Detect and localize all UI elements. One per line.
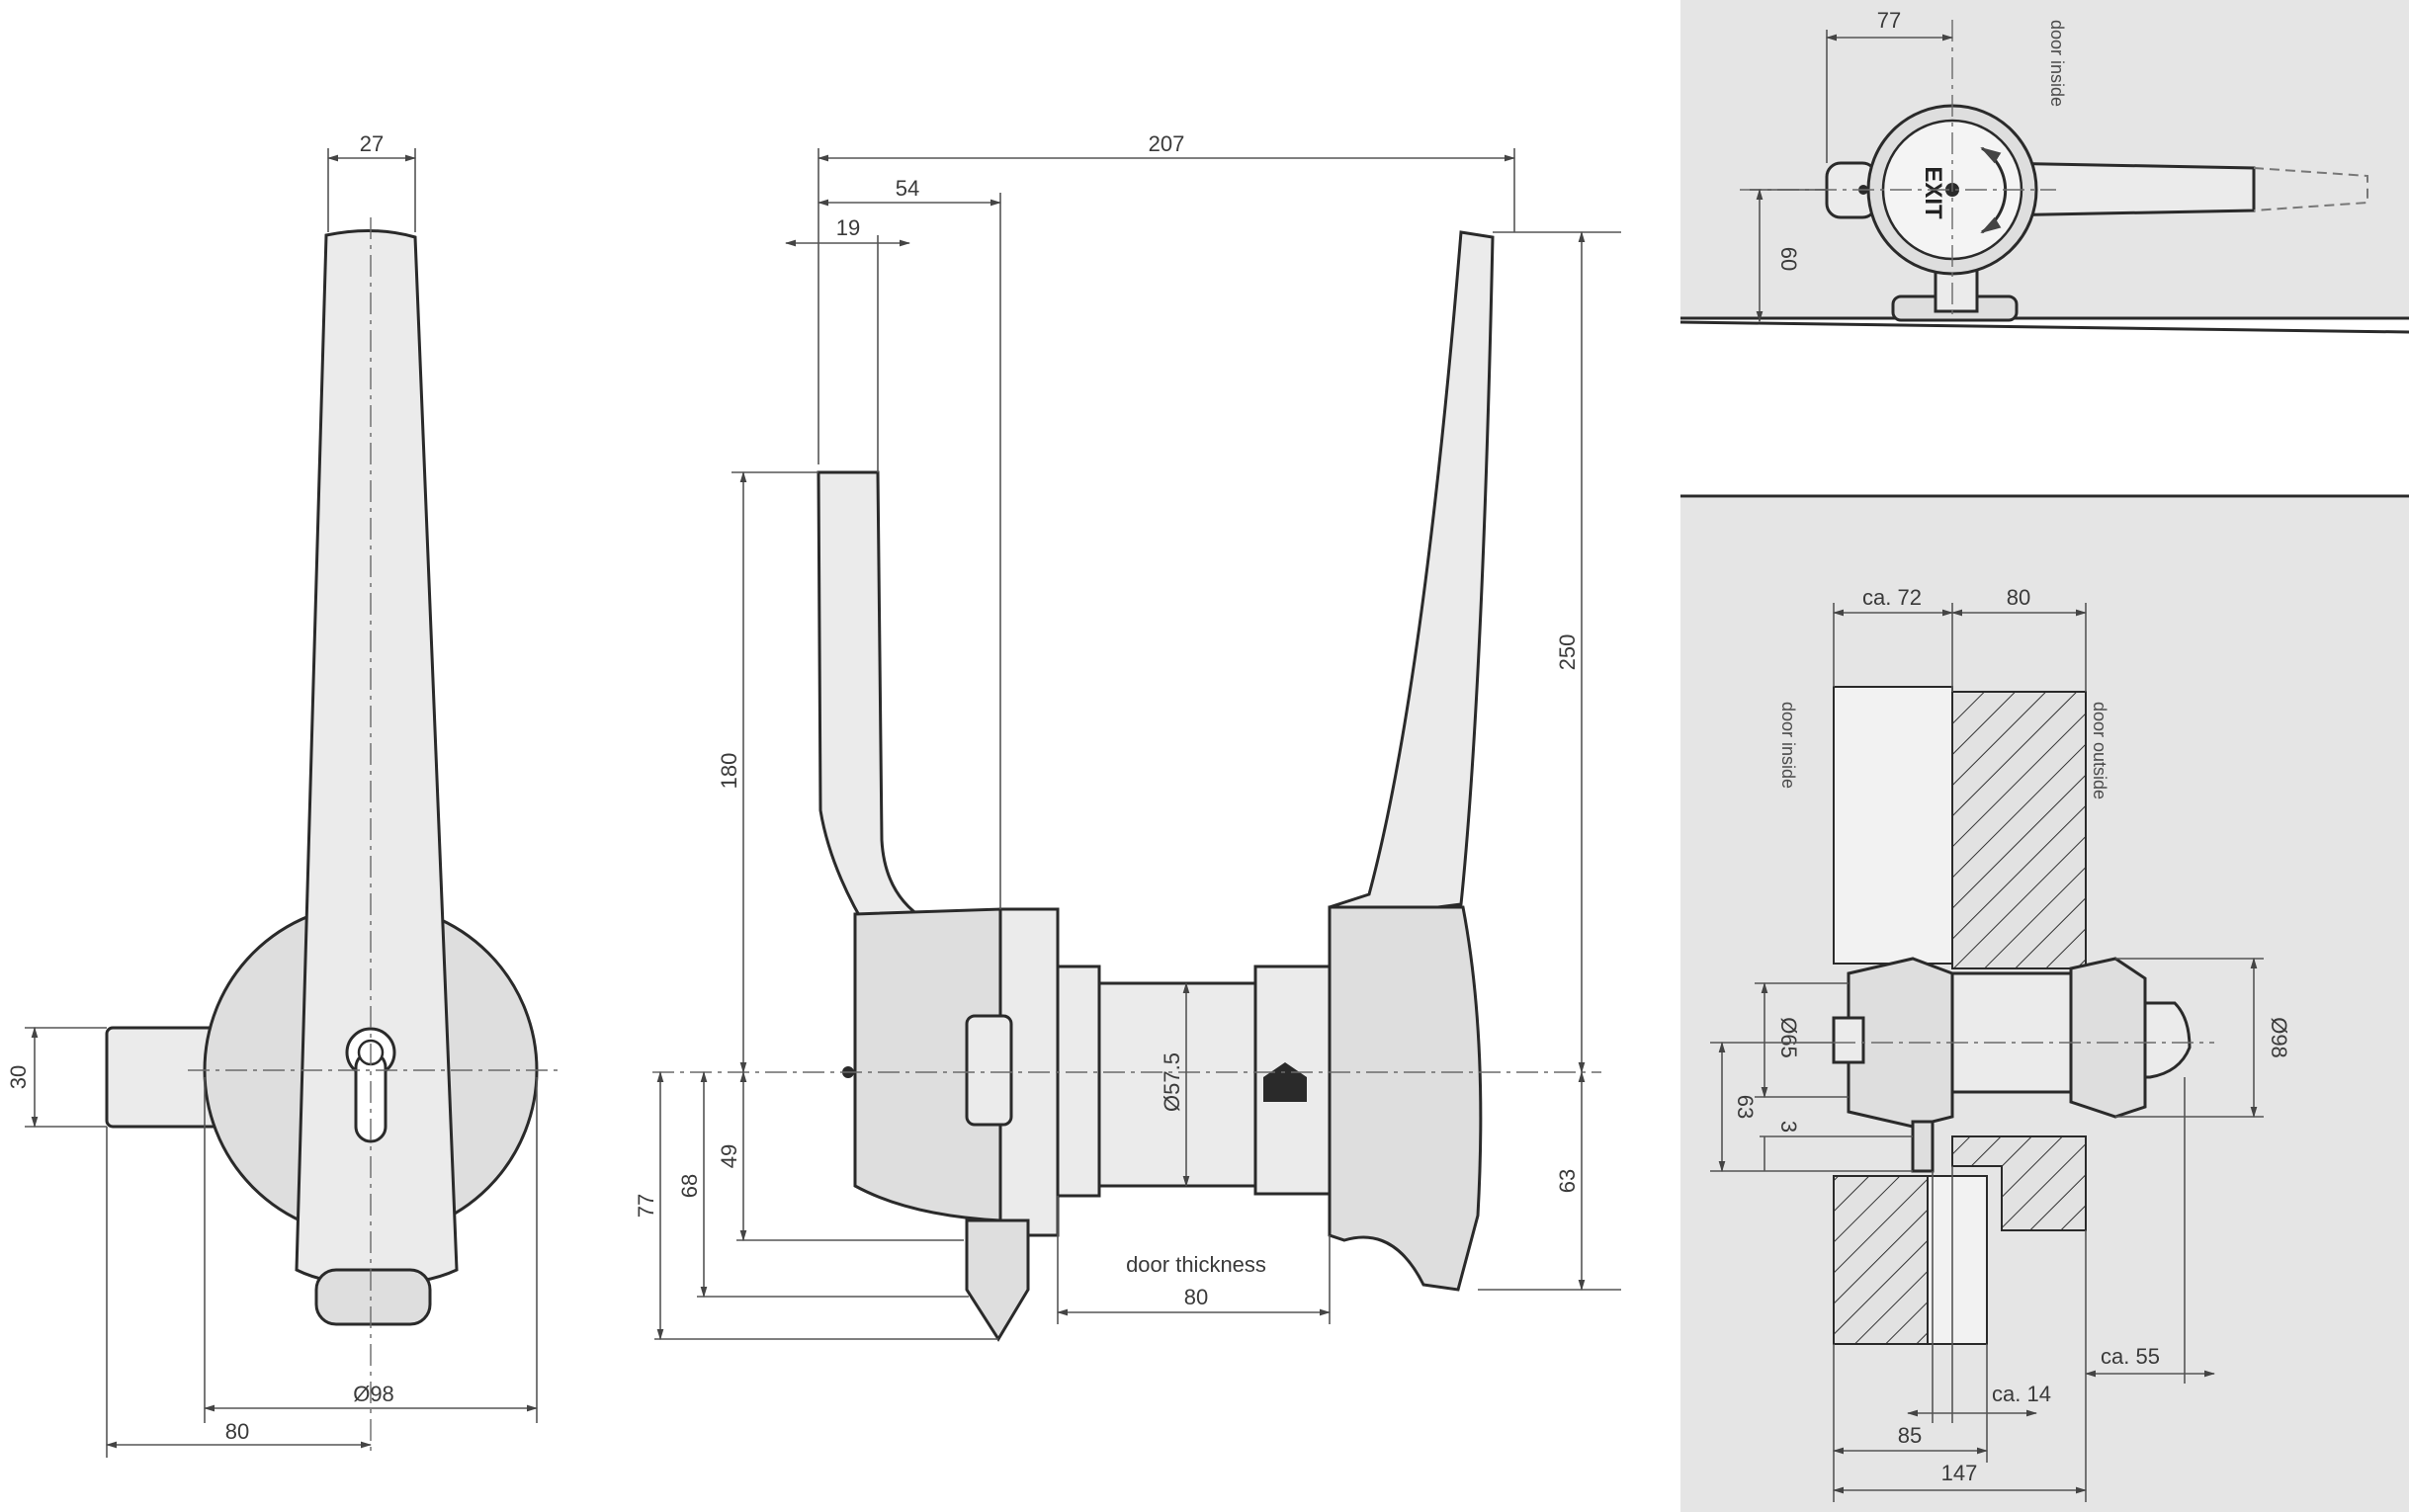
dim-side-207: 207 (1149, 131, 1185, 156)
section-door-inside-label: door inside (1778, 702, 1798, 789)
dim-front-80: 80 (225, 1419, 249, 1444)
front-bottom-knob (314, 1268, 432, 1326)
dim-side-77: 77 (634, 1194, 658, 1218)
dim-side-63: 63 (1555, 1169, 1580, 1193)
dim-side-68: 68 (677, 1174, 702, 1198)
section-outer-rosette (2069, 957, 2147, 1119)
dim-front-27: 27 (360, 131, 384, 156)
dim-front-dia98: Ø98 (353, 1382, 394, 1406)
dim-section-dia65: Ø65 (1776, 1017, 1801, 1058)
exit-label: EXIT (1920, 166, 1946, 219)
outer-lever-body (1328, 905, 1483, 1292)
inner-collar (1056, 965, 1101, 1198)
dim-side-250: 250 (1555, 634, 1580, 671)
section-door-outside-label: door outside (2090, 702, 2109, 799)
inner-lever (817, 470, 928, 936)
side-view: 207 54 19 180 250 63 77 68 49 Ø57. (634, 131, 1621, 1342)
dim-section-ca55: ca. 55 (2101, 1344, 2160, 1369)
dim-section-85: 85 (1898, 1423, 1922, 1448)
dim-side-door-80: 80 (1184, 1285, 1208, 1309)
dim-section-80: 80 (2007, 585, 2030, 610)
dim-side-180: 180 (717, 753, 741, 790)
shaft (1097, 981, 1257, 1188)
dim-section-3: 3 (1776, 1121, 1801, 1133)
dim-section-dia98: Ø98 (2267, 1017, 2291, 1058)
dim-section-ca72: ca. 72 (1862, 585, 1922, 610)
outer-lever-upper (1328, 230, 1495, 923)
dim-side-dia57: Ø57.5 (1160, 1052, 1184, 1112)
side-latch (965, 1014, 1013, 1127)
front-view: 27 30 Ø98 80 (6, 131, 559, 1458)
dim-section-147: 147 (1941, 1461, 1978, 1485)
dim-top-60: 60 (1776, 247, 1801, 271)
top-door-inside-label: door inside (2047, 20, 2067, 107)
section-inner-nut (1832, 1016, 1865, 1064)
section-view-panel: ca. 72 80 door inside door outside Ø65 Ø… (1680, 494, 2409, 1512)
section-shaft (1950, 971, 2073, 1094)
dim-top-77: 77 (1877, 8, 1901, 33)
dim-side-19: 19 (836, 215, 860, 240)
dim-section-63: 63 (1733, 1095, 1758, 1119)
dim-front-30: 30 (6, 1065, 31, 1089)
dim-side-54: 54 (896, 176, 919, 201)
top-view-panel: EXIT 77 60 door inside (1679, 0, 2409, 334)
dim-side-49: 49 (717, 1144, 741, 1168)
dim-section-ca14: ca. 14 (1992, 1382, 2051, 1406)
side-bolt-tip (965, 1218, 1030, 1342)
door-thickness-label: door thickness (1126, 1252, 1266, 1277)
